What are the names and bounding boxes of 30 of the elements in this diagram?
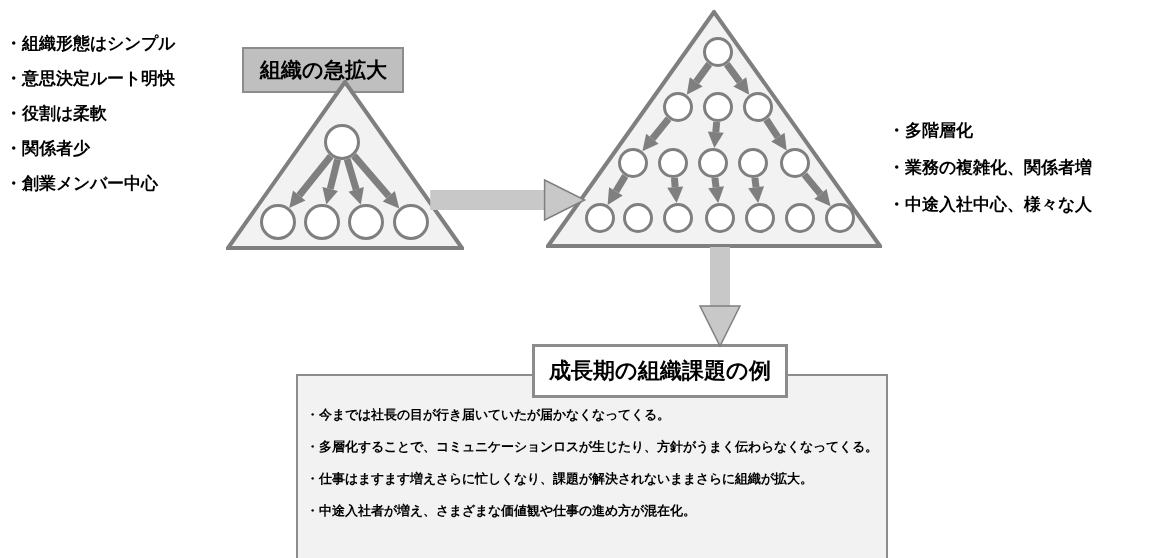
arrow [708,177,725,204]
bullet-text: ・役割は柔軟 [5,102,107,124]
bullet-text: ・多層化することで、コミュニケーションロスが生じたり、方針がうまく伝わらなくなってくる。 [306,438,878,456]
bullet-text: ・仕事はますます増えさらに忙しくなり、課題が解決されないままさらに組織が拡大。 [306,470,813,488]
bullet-text: ・多階層化 [888,119,973,141]
bullet-text: ・今までは社長の目が行き届いていたが届かなくなってくる。 [306,406,670,424]
arrow [343,158,364,205]
arrow [351,153,400,209]
arrow [801,172,831,207]
arrow [289,153,334,208]
panel-heading: 成長期の組織課題の例 [532,344,788,398]
bullet-text: ・創業メンバー中心 [5,172,158,194]
bullet-text: ・意思決定ルート明快 [5,67,175,89]
arrow [667,177,684,204]
arrow [763,117,787,151]
title-box: 組織の急拡大 [242,47,404,93]
bullet-text: ・中途入社者が増え、さまざまな価値観や仕事の進め方が混在化。 [306,502,696,520]
arrow [686,62,713,95]
arrow [723,62,750,95]
bullet-text: ・中途入社中心、様々な人 [888,193,1092,215]
bullet-text: ・業務の複雑化、関係者増 [888,156,1092,178]
block-arrow [430,179,586,221]
arrow [642,116,672,152]
bullet-text: ・組織形態はシンプル [5,32,175,54]
arrow [707,121,724,149]
block-arrow [699,247,741,347]
bullet-text: ・関係者少 [5,137,90,159]
arrow [748,177,765,204]
arrow [607,174,629,206]
arrow [322,158,341,205]
